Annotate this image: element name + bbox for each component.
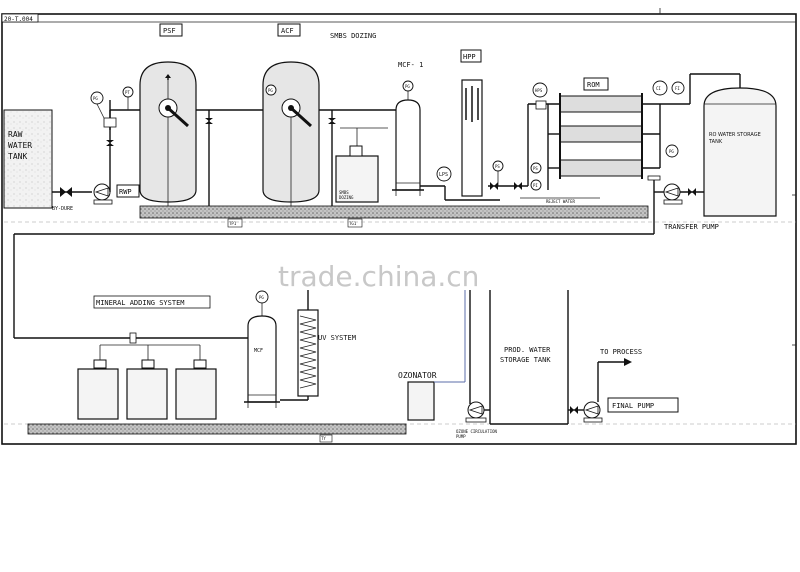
raw-water-label-1: RAW bbox=[8, 130, 23, 139]
raw-water-label-3: TANK bbox=[8, 152, 27, 161]
uv-system: UV SYSTEM bbox=[280, 290, 356, 401]
transfer-pump-label: TRANSFER PUMP bbox=[664, 223, 719, 231]
lower-foundation: TY bbox=[4, 423, 796, 443]
pg-label-3: PG bbox=[405, 84, 410, 89]
ro-tank-label-2: TANK bbox=[708, 139, 723, 145]
high-pressure-pump: HPP bbox=[444, 49, 500, 201]
ground-tag-1: TP1 bbox=[229, 221, 237, 226]
hpp-label: HPP bbox=[463, 53, 476, 61]
ground-tag-3: TY bbox=[321, 436, 326, 441]
watermark-text: trade.china.cn bbox=[278, 260, 479, 293]
ozone-circulation-pump: OZONE CIRCULATION PUMP bbox=[456, 290, 498, 439]
ro-tank-label-1: RO WATER STORAGE bbox=[709, 132, 761, 138]
rom-label: ROM bbox=[587, 81, 600, 89]
pt-label-1: PT bbox=[125, 90, 130, 95]
mcf-cartridge-filter: PG MCF bbox=[244, 290, 280, 408]
prod-tank-label-1: PROD. WATER bbox=[504, 346, 551, 354]
mcf-label: MCF bbox=[254, 348, 263, 354]
raw-water-tank: RAW WATER TANK bbox=[3, 109, 53, 209]
transfer-pump: TRANSFER PUMP bbox=[647, 175, 719, 231]
product-water-storage-tank: PROD. WATER STORAGE TANK bbox=[489, 290, 569, 425]
ozone-pump-label-1: OZONE CIRCULATION bbox=[456, 429, 498, 434]
hps-label: HPS bbox=[535, 88, 543, 93]
bypass-label: BY-DURE bbox=[52, 206, 73, 212]
ro-water-storage-tank: RO WATER STORAGE TANK bbox=[703, 87, 777, 217]
pi-label-1: PI bbox=[533, 183, 538, 188]
mineral-adding-system: MINERAL ADDING SYSTEM bbox=[77, 295, 217, 420]
ozonator: OZONATOR bbox=[398, 290, 466, 421]
sheet-tag: 20-T.004 bbox=[4, 16, 33, 23]
pg-label-4: PG bbox=[669, 149, 674, 154]
lps-label: LPS bbox=[439, 172, 448, 178]
ground-tag-2: TG1 bbox=[349, 221, 357, 226]
smbs-label: SMBS DOZING bbox=[330, 32, 376, 40]
mcf1-label: MCF- 1 bbox=[398, 61, 423, 69]
final-pump: TO PROCESS FINAL PUMP bbox=[568, 348, 679, 423]
smbs-dosing-system: SMBS DOZING SMBS DOZING bbox=[328, 29, 388, 203]
hpp-discharge-piping: PS HPS PS PI REJECT WATER bbox=[488, 82, 600, 204]
ro-instruments: CI FI PG bbox=[652, 73, 741, 158]
ps-label-1: PS bbox=[495, 164, 500, 169]
reject-water-label: REJECT WATER bbox=[546, 199, 575, 204]
ozone-pump-label-2: PUMP bbox=[456, 434, 466, 439]
acf-label: ACF bbox=[281, 27, 294, 35]
mcf1-cartridge-filter: MCF- 1 PG bbox=[392, 58, 430, 196]
ozonator-label: OZONATOR bbox=[398, 371, 437, 380]
ci-label: CI bbox=[656, 86, 661, 91]
uv-label: UV SYSTEM bbox=[318, 334, 356, 342]
ro-membranes: ROM bbox=[559, 77, 690, 179]
raw-water-pump: RWP BY-DURE bbox=[52, 100, 140, 212]
smbs-tank-label-1: SMBS bbox=[339, 190, 349, 195]
fi-label: FI bbox=[675, 86, 680, 91]
to-process-label: TO PROCESS bbox=[600, 348, 642, 356]
pg-label-5: PG bbox=[259, 295, 264, 300]
section-connection-line bbox=[13, 222, 655, 344]
ps-label-2: PS bbox=[533, 166, 538, 171]
acf-filter-vessel: ACF PG bbox=[262, 23, 320, 210]
pg-label-1: PG bbox=[93, 96, 98, 101]
pg-label-2: PG bbox=[268, 88, 273, 93]
smbs-tank-label-2: DOZING bbox=[339, 195, 354, 200]
psf-label: PSF bbox=[163, 27, 176, 35]
rwp-label: RWP bbox=[119, 188, 132, 196]
filter-inlet-piping: PG PT bbox=[90, 86, 400, 146]
upper-foundation: TP1 TG1 bbox=[4, 205, 796, 228]
prod-tank-label-2: STORAGE TANK bbox=[500, 356, 551, 364]
raw-water-label-2: WATER bbox=[8, 141, 32, 150]
drawing-frame: 20-T.004 bbox=[1, 8, 797, 445]
final-pump-label: FINAL PUMP bbox=[612, 402, 654, 410]
psf-filter-vessel: PSF bbox=[139, 23, 197, 210]
mineral-label: MINERAL ADDING SYSTEM bbox=[96, 299, 185, 307]
